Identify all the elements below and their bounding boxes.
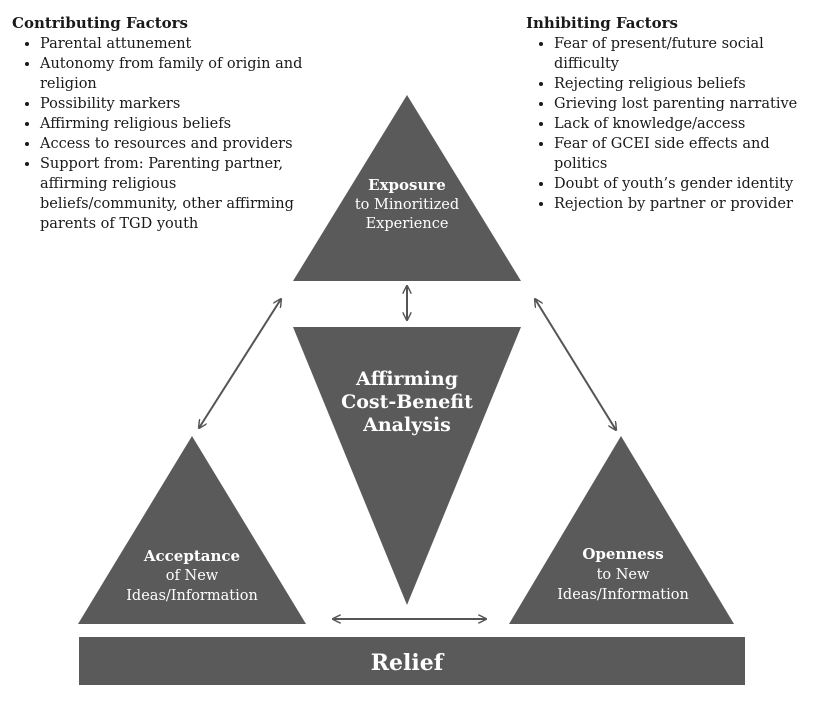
openness-line1: to New [597,567,650,583]
exposure-line2: Experience [366,216,449,232]
inhibiting-factors-list: Fear of present/future social difficulty… [526,34,816,214]
inhibiting-item: Grieving lost parenting narrative [554,94,816,114]
relief-label: Relief [371,650,445,676]
contributing-item: Affirming religious beliefs [40,114,312,134]
center-inverted-triangle [293,327,521,605]
exposure-line1: to Minoritized [355,197,459,213]
center-line3: Analysis [362,414,451,436]
inhibiting-item: Rejecting religious beliefs [554,74,816,94]
relief-bar [79,637,745,685]
acceptance-title: Acceptance [143,547,240,565]
contributing-factors-panel: Contributing Factors Parental attunement… [12,14,312,234]
inhibiting-item: Lack of knowledge/access [554,114,816,134]
contributing-item: Autonomy from family of origin and relig… [40,54,312,94]
contributing-item: Parental attunement [40,34,312,54]
inhibiting-factors-panel: Inhibiting Factors Fear of present/futur… [526,14,816,214]
inhibiting-item: Fear of present/future social difficulty [554,34,816,74]
acceptance-triangle [78,436,306,624]
contributing-item: Possibility markers [40,94,312,114]
openness-line2: Ideas/Information [557,587,689,603]
exposure-title: Exposure [368,176,446,194]
inhibiting-item: Doubt of youth’s gender identity [554,174,816,194]
contributing-factors-title: Contributing Factors [12,14,188,32]
contributing-item: Support from: Parenting partner, affirmi… [40,154,312,234]
acceptance-line1: of New [166,568,219,584]
contributing-factors-list: Parental attunement Autonomy from family… [12,34,312,234]
arrow-exposure-openness [535,299,616,430]
inhibiting-item: Fear of GCEI side effects and politics [554,134,816,174]
exposure-triangle [293,95,521,281]
inhibiting-factors-title: Inhibiting Factors [526,14,678,32]
center-line1: Affirming [355,368,458,390]
openness-title: Openness [582,545,663,563]
acceptance-line2: Ideas/Information [126,588,258,604]
arrow-exposure-acceptance [199,299,281,428]
openness-triangle [509,436,734,624]
contributing-item: Access to resources and providers [40,134,312,154]
inhibiting-item: Rejection by partner or provider [554,194,816,214]
center-line2: Cost-Benefit [341,391,473,413]
